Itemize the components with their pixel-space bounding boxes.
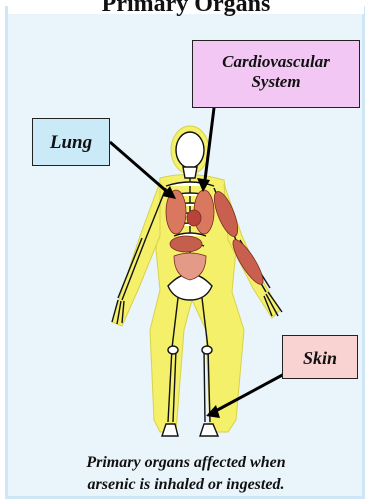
caption-line1: Primary organs affected when (10, 452, 362, 474)
heart (187, 210, 201, 226)
caption-line2: arsenic is inhaled or ingested. (10, 474, 362, 496)
cardio-label-line2: System (193, 72, 359, 92)
lung-label-text: Lung (50, 132, 92, 153)
liver (170, 236, 202, 252)
cardio-label-line1: Cardiovascular (193, 52, 359, 72)
figure-caption: Primary organs affected when arsenic is … (10, 452, 362, 496)
skin-label-text: Skin (303, 348, 337, 368)
skin-label: Skin (282, 335, 358, 379)
lung-label: Lung (32, 118, 110, 166)
cardiovascular-label: Cardiovascular System (192, 40, 360, 108)
